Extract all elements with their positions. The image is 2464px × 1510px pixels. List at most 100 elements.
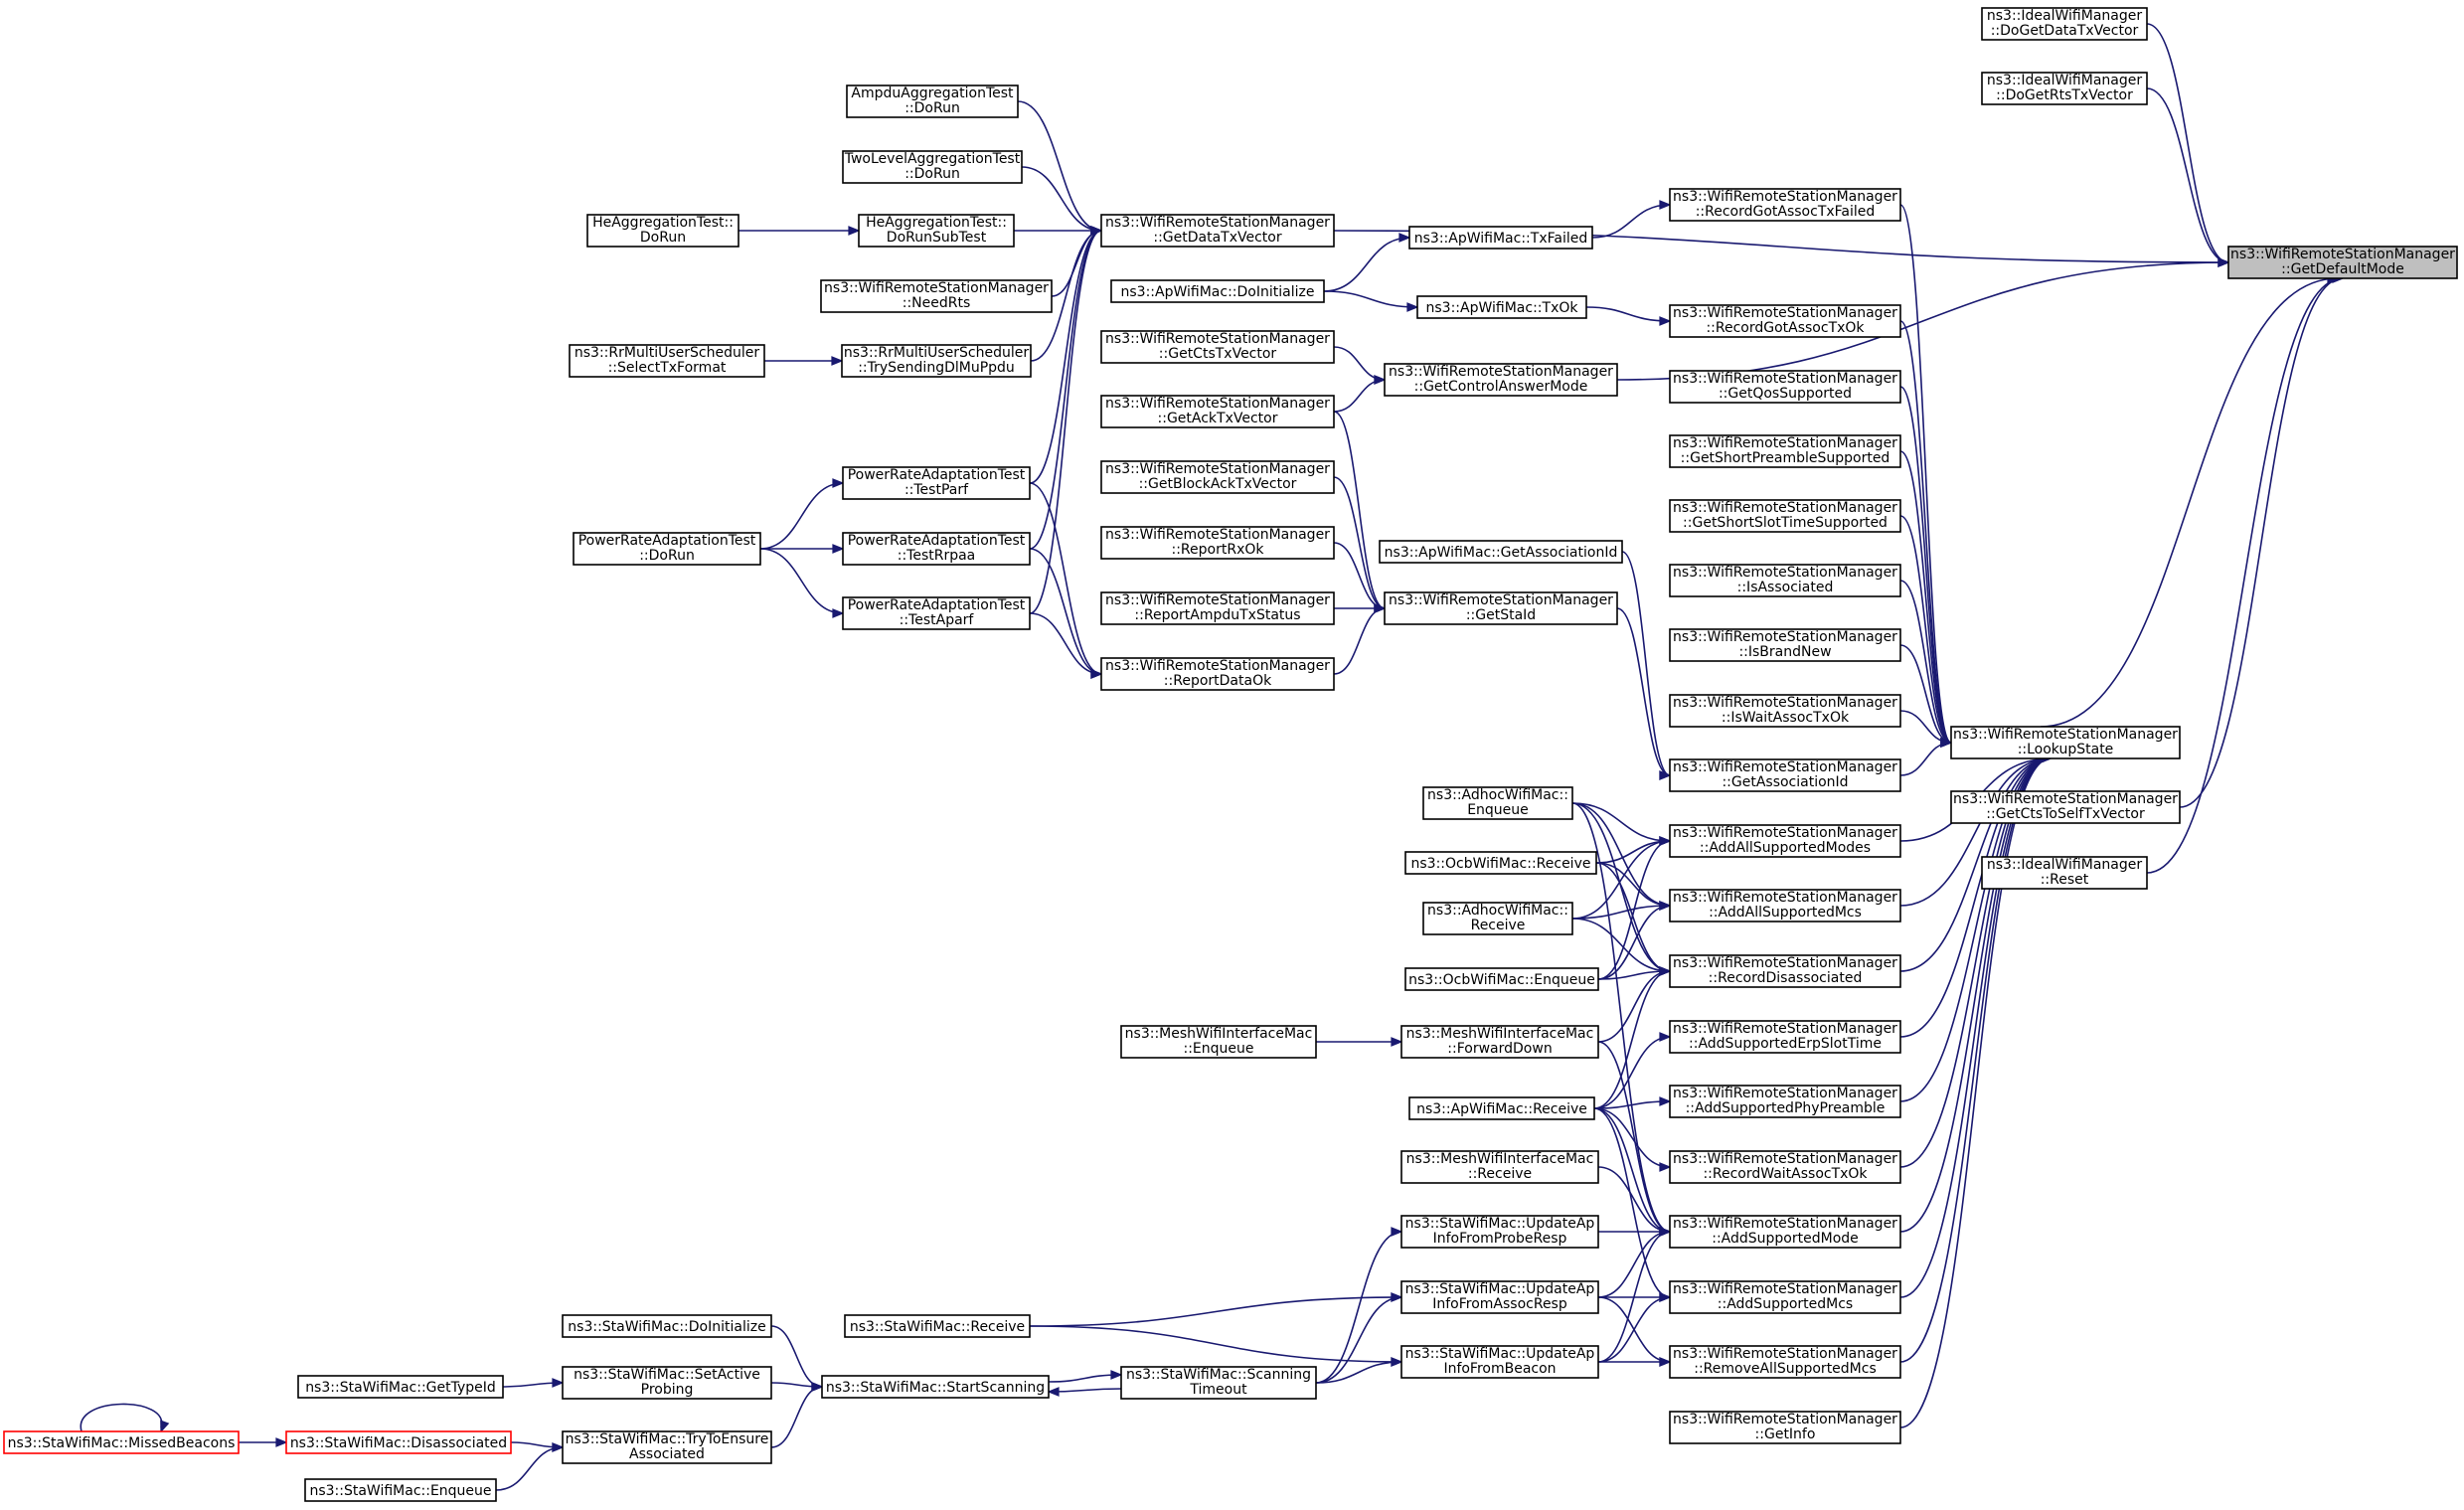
node-ap-txok[interactable]: ns3::ApWifiMac::TxOk [1416,295,1587,319]
node-box [1669,434,1901,468]
node-he-dorun[interactable]: HeAggregationTest::DoRun [586,214,739,248]
node-mesh-forward[interactable]: ns3::MeshWifiInterfaceMac::ForwardDown [1400,1025,1599,1059]
node-getdatatx[interactable]: ns3::WifiRemoteStationManager::GetDataTx… [1100,214,1335,248]
node-sta-disassoc[interactable]: ns3::StaWifiMac::Disassociated [285,1430,512,1454]
node-rr-select[interactable]: ns3::RrMultiUserScheduler::SelectTxForma… [569,344,765,378]
node-getctstoself[interactable]: ns3::WifiRemoteStationManager::GetCtsToS… [1950,790,2181,824]
node-addmcs[interactable]: ns3::WifiRemoteStationManager::AddSuppor… [1669,1280,1901,1314]
node-box [1669,304,1901,338]
node-label: ns3::WifiRemoteStationManager [1673,500,1897,516]
node-removeallmcs[interactable]: ns3::WifiRemoteStationManager::RemoveAll… [1669,1345,1901,1379]
node-sta-receive[interactable]: ns3::StaWifiMac::Receive [844,1314,1031,1338]
edge-sta-doinit-to-sta-startscan [770,1325,824,1392]
node-getassocid[interactable]: ns3::WifiRemoteStationManager::GetAssoci… [1669,758,1901,792]
node-needrts[interactable]: ns3::WifiRemoteStationManager::NeedRts [820,279,1053,313]
node-isassociated[interactable]: ns3::WifiRemoteStationManager::IsAssocia… [1669,564,1901,597]
node-ampdu-dorun[interactable]: AmpduAggregationTest::DoRun [846,84,1019,118]
node-addallmodes[interactable]: ns3::WifiRemoteStationManager::AddAllSup… [1669,824,1901,858]
node-adhoc-enqueue[interactable]: ns3::AdhocWifiMac::Enqueue [1422,786,1573,820]
node-sta-missed[interactable]: ns3::StaWifiMac::MissedBeacons [3,1430,240,1454]
node-recwaitassoc[interactable]: ns3::WifiRemoteStationManager::RecordWai… [1669,1150,1901,1184]
node-isbrandnew[interactable]: ns3::WifiRemoteStationManager::IsBrandNe… [1669,628,1901,662]
node-label: ns3::MeshWifiInterfaceMac [1406,1026,1594,1042]
node-label: HeAggregationTest:: [592,215,734,231]
node-getblockacktx[interactable]: ns3::WifiRemoteStationManager::GetBlockA… [1100,460,1335,494]
node-label: ns3::WifiRemoteStationManager [1105,527,1330,543]
node-twolevel-dorun[interactable]: TwoLevelAggregationTest::DoRun [842,150,1023,184]
node-ap-receive[interactable]: ns3::ApWifiMac::Receive [1408,1096,1595,1120]
node-iswaitassoctxok[interactable]: ns3::WifiRemoteStationManager::IsWaitAss… [1669,694,1901,728]
node-rr-trysending[interactable]: ns3::RrMultiUserScheduler::TrySendingDlM… [841,344,1032,378]
node-getstaid[interactable]: ns3::WifiRemoteStationManager::GetStaId [1384,591,1618,625]
node-label: ns3::WifiRemoteStationManager [1105,396,1330,412]
edge-sta-updassoc-to-removeallmcs [1597,1296,1672,1367]
node-reportampdu[interactable]: ns3::WifiRemoteStationManager::ReportAmp… [1100,591,1335,625]
node-label: ns3::WifiRemoteStationManager [1389,592,1613,608]
node-pra-testrrpaa[interactable]: PowerRateAdaptationTest::TestRrpaa [842,532,1031,566]
node-box [1110,279,1325,303]
node-idl-dogetrtstx[interactable]: ns3::IdealWifiManager::DoGetRtsTxVector [1981,72,2148,105]
node-getshortslot[interactable]: ns3::WifiRemoteStationManager::GetShortS… [1669,499,1901,533]
node-label: InfoFromBeacon [1443,1361,1556,1377]
node-reportrxok[interactable]: ns3::WifiRemoteStationManager::ReportRxO… [1100,526,1335,560]
edge-sta-updassoc-to-addmode [1597,1227,1672,1298]
node-adderpslot[interactable]: ns3::WifiRemoteStationManager::AddSuppor… [1669,1020,1901,1054]
node-getinfo[interactable]: ns3::WifiRemoteStationManager::GetInfo [1669,1411,1901,1444]
node-label: ns3::StaWifiMac::Scanning [1126,1367,1311,1383]
node-ap-getassocid[interactable]: ns3::ApWifiMac::GetAssociationId [1379,540,1623,564]
node-pra-dorun[interactable]: PowerRateAdaptationTest::DoRun [573,532,761,566]
node-getcontrolanswer[interactable]: ns3::WifiRemoteStationManager::GetContro… [1384,363,1618,397]
node-ocb-receive[interactable]: ns3::OcbWifiMac::Receive [1404,851,1597,875]
node-sta-updassoc[interactable]: ns3::StaWifiMac::UpdateApInfoFromAssocRe… [1400,1280,1599,1314]
node-label: ::RecordDisassociated [1709,970,1863,986]
node-label: ns3::RrMultiUserScheduler [844,345,1029,361]
node-getdefaultmode[interactable]: ns3::WifiRemoteStationManager::GetDefaul… [2227,246,2458,279]
node-box [842,596,1031,630]
node-ap-doinit[interactable]: ns3::ApWifiMac::DoInitialize [1110,279,1325,303]
node-getctstx[interactable]: ns3::WifiRemoteStationManager::GetCtsTxV… [1100,330,1335,364]
node-sta-enqueue[interactable]: ns3::StaWifiMac::Enqueue [304,1478,497,1502]
node-mesh-enqueue[interactable]: ns3::MeshWifiInterfaceMac::Enqueue [1120,1025,1317,1059]
node-sta-gettypeid[interactable]: ns3::StaWifiMac::GetTypeId [297,1375,504,1399]
node-label: ::GetShortSlotTimeSupported [1683,515,1888,531]
node-label: Enqueue [1467,802,1529,818]
node-getshortpreamble[interactable]: ns3::WifiRemoteStationManager::GetShortP… [1669,434,1901,468]
node-getacktx[interactable]: ns3::WifiRemoteStationManager::GetAckTxV… [1100,395,1335,428]
node-idl-reset[interactable]: ns3::IdealWifiManager::Reset [1981,856,2148,890]
node-idl-dogetdatatx[interactable]: ns3::IdealWifiManager::DoGetDataTxVector [1981,7,2148,41]
node-addallmcs[interactable]: ns3::WifiRemoteStationManager::AddAllSup… [1669,889,1901,923]
node-label: ns3::RrMultiUserScheduler [575,345,759,361]
node-label: ns3::WifiRemoteStationManager [1673,305,1897,321]
node-recgotassoctxfailed[interactable]: ns3::WifiRemoteStationManager::RecordGot… [1669,188,1901,222]
node-pra-testaparf[interactable]: PowerRateAdaptationTest::TestAparf [842,596,1031,630]
node-ocb-enqueue[interactable]: ns3::OcbWifiMac::Enqueue [1404,967,1599,991]
node-box [1669,758,1901,792]
node-box [1416,295,1587,319]
node-recdisassoc[interactable]: ns3::WifiRemoteStationManager::RecordDis… [1669,954,1901,988]
node-ap-txfailed[interactable]: ns3::ApWifiMac::TxFailed [1408,226,1593,250]
node-sta-startscan[interactable]: ns3::StaWifiMac::StartScanning [821,1375,1050,1399]
node-label: ns3::StaWifiMac::Receive [850,1319,1025,1335]
node-pra-testparf[interactable]: PowerRateAdaptationTest::TestParf [842,466,1031,500]
node-reportdataok[interactable]: ns3::WifiRemoteStationManager::ReportDat… [1100,657,1335,691]
node-mesh-receive[interactable]: ns3::MeshWifiInterfaceMac::Receive [1400,1150,1599,1184]
node-recgotassoctxok[interactable]: ns3::WifiRemoteStationManager::RecordGot… [1669,304,1901,338]
node-adhoc-receive[interactable]: ns3::AdhocWifiMac::Receive [1422,902,1573,935]
node-label: ns3::ApWifiMac::TxOk [1426,300,1579,316]
node-addmode[interactable]: ns3::WifiRemoteStationManager::AddSuppor… [1669,1215,1901,1249]
node-addphypreamble[interactable]: ns3::WifiRemoteStationManager::AddSuppor… [1669,1085,1901,1118]
node-box [1384,363,1618,397]
node-label: ::DoGetRtsTxVector [1996,87,2133,103]
node-sta-updprobe[interactable]: ns3::StaWifiMac::UpdateApInfoFromProbeRe… [1400,1215,1599,1249]
node-lookupstate[interactable]: ns3::WifiRemoteStationManager::LookupSta… [1950,726,2181,759]
node-box [1669,889,1901,923]
node-sta-doinit[interactable]: ns3::StaWifiMac::DoInitialize [562,1314,772,1338]
node-he-dorunsub[interactable]: HeAggregationTest::DoRunSubTest [858,214,1015,248]
node-getqos[interactable]: ns3::WifiRemoteStationManager::GetQosSup… [1669,370,1901,404]
node-label: ns3::AdhocWifiMac:: [1427,903,1568,919]
node-label: ns3::WifiRemoteStationManager [1105,592,1330,608]
